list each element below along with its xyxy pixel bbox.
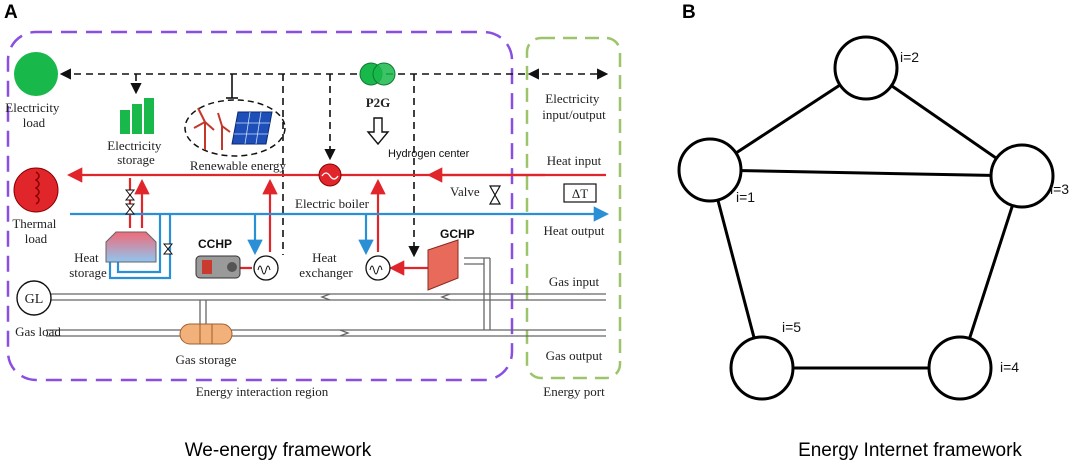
node-1-label: i=1 xyxy=(736,189,755,205)
gchp-label: GCHP xyxy=(440,227,475,241)
hydrogen-center-label: Hydrogen center xyxy=(388,148,470,160)
renewable-energy-boundary xyxy=(184,99,286,157)
node-1 xyxy=(677,137,743,203)
solar-panel-icon xyxy=(231,111,273,145)
heat-storage-icon xyxy=(105,231,157,263)
panel-b-caption: Energy Internet framework xyxy=(798,440,1022,461)
cchp-engine-icon xyxy=(195,255,241,279)
gas-load-icon xyxy=(16,280,52,316)
heat-exchanger-1-icon xyxy=(253,255,279,281)
node-2 xyxy=(833,35,899,101)
delta-t-sensor-icon xyxy=(563,183,597,203)
energy-interaction-region-border xyxy=(6,30,514,382)
valve-label: Valve xyxy=(450,184,480,199)
gas-load-symbol: GL xyxy=(25,292,44,307)
cchp-label: CCHP xyxy=(198,237,232,251)
energy-port-label: Energy port xyxy=(543,384,605,399)
hydrogen-arrow-icon xyxy=(366,117,390,146)
gchp-compressor-icon xyxy=(427,239,459,291)
delta-t-label: ΔT xyxy=(572,186,588,201)
thermal-load-icon xyxy=(13,167,59,213)
electricity-load-label: Electricity load xyxy=(5,100,62,130)
node-2-label: i=2 xyxy=(900,49,919,65)
valve-icon xyxy=(488,185,502,205)
electricity-io-port-label: Electricity input/output xyxy=(542,91,606,122)
node-4-label: i=4 xyxy=(1000,359,1019,375)
heat-storage-label: Heat storage xyxy=(69,250,107,280)
panel-a-letter: A xyxy=(4,2,18,23)
heat-exchanger-label: Heat exchanger xyxy=(299,250,353,280)
network-edges xyxy=(708,66,1024,370)
gas-load-label: Gas load xyxy=(15,324,61,339)
gas-storage-label: Gas storage xyxy=(175,352,236,367)
edge-1-3 xyxy=(709,168,1023,178)
electricity-storage-label: Electricity storage xyxy=(107,138,164,167)
node-3 xyxy=(989,143,1055,209)
heat-exchanger-2-icon xyxy=(365,255,391,281)
gas-storage-icon xyxy=(179,323,233,345)
node-4 xyxy=(927,335,993,401)
renewable-energy-label: Renewable energy xyxy=(190,158,287,173)
electricity-storage-icon xyxy=(120,98,154,134)
thermal-load-label: Thermal load xyxy=(12,216,59,246)
gas-output-port-label: Gas output xyxy=(546,348,603,363)
edge-3-4 xyxy=(958,175,1024,369)
panel-a-caption: We-energy framework xyxy=(185,440,372,461)
valve-pair-icon xyxy=(124,189,174,255)
node-3-label: i=3 xyxy=(1050,181,1069,197)
p2g-transformer-icon xyxy=(359,62,396,86)
wind-turbine-icon xyxy=(193,107,231,150)
energy-port-border xyxy=(525,36,622,380)
network-nodes xyxy=(677,35,1055,401)
node-5-label: i=5 xyxy=(782,319,801,335)
heat-output-port-label: Heat output xyxy=(543,223,604,238)
heat-input-port-label: Heat input xyxy=(547,153,602,168)
panel-b-letter: B xyxy=(682,2,696,23)
edge-5-1 xyxy=(708,169,764,369)
gas-pipes xyxy=(46,257,606,337)
gas-input-port-label: Gas input xyxy=(549,274,600,289)
energy-interaction-region-label: Energy interaction region xyxy=(196,384,329,399)
electricity-load-icon xyxy=(14,52,58,96)
p2g-label: P2G xyxy=(366,95,391,110)
electricity-bus xyxy=(59,68,609,258)
node-5 xyxy=(729,335,795,401)
electric-boiler-label: Electric boiler xyxy=(295,196,370,211)
